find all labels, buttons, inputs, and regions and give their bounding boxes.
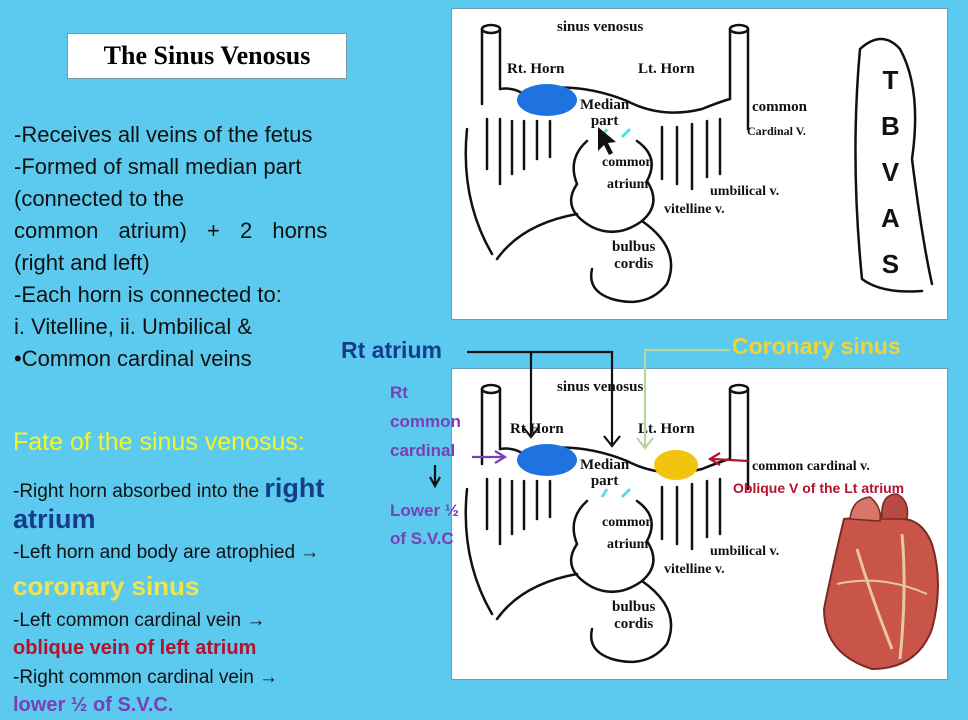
callout-coronary-sinus: Coronary sinus <box>732 333 901 360</box>
callout-lower-half-svc: Lower ½ of S.V.C <box>390 497 459 553</box>
callout-rt-common-cardinal: Rt common cardinal <box>390 378 461 465</box>
callout-oblique-v: Oblique V of the Lt atrium <box>733 480 904 496</box>
callout-rt-atrium: Rt atrium <box>341 337 442 364</box>
